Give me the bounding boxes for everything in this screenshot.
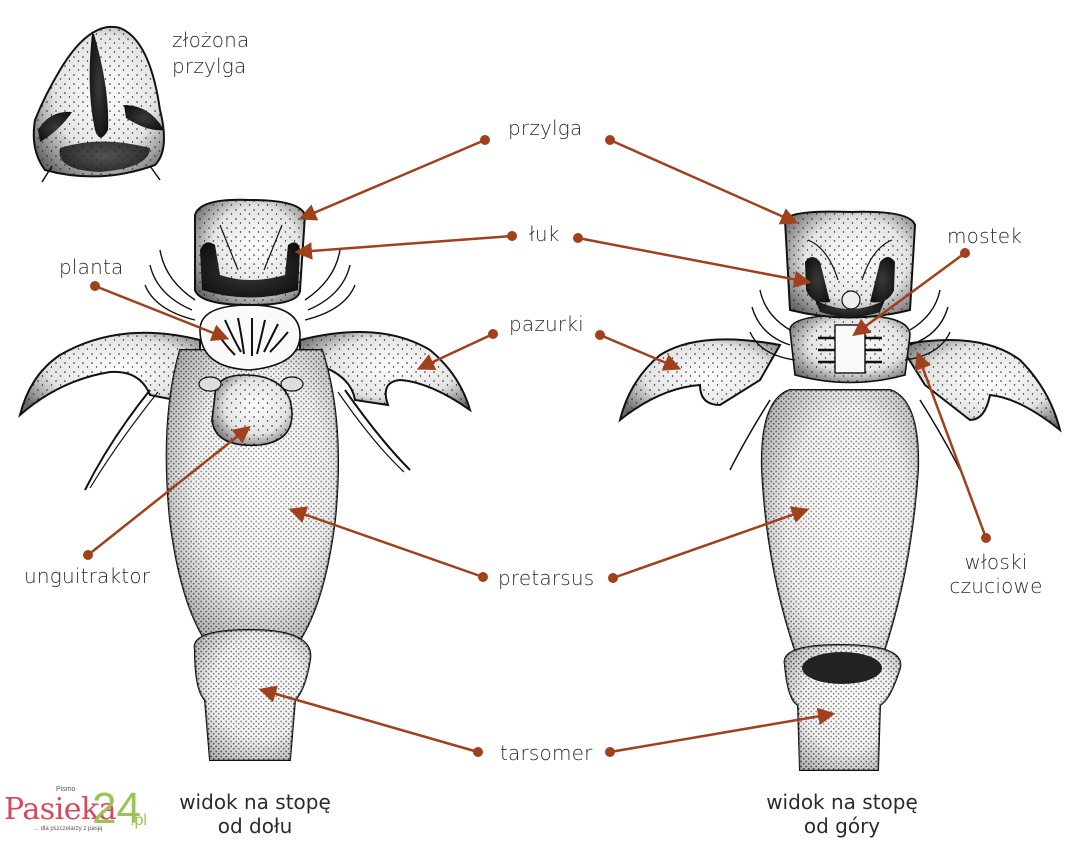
caption-right-line1: widok na stopę xyxy=(766,790,918,814)
foot-view-from-above xyxy=(618,210,1062,771)
leader-lines xyxy=(87,138,988,754)
caption-left-line2: od dołu xyxy=(217,814,293,838)
logo-number: 24 xyxy=(92,784,141,833)
logo-tld: .pl xyxy=(130,812,147,829)
label-planta: planta xyxy=(59,255,124,279)
pasieka24-logo: Pismo Pasieka 24 .pl ... dla pszczelarzy… xyxy=(4,784,154,840)
label-unguitraktor: unguitraktor xyxy=(24,564,151,588)
label-folded-pad-line2: przylga xyxy=(172,54,247,78)
label-mostek: mostek xyxy=(947,224,1023,248)
caption-left-line1: widok na stopę xyxy=(179,790,331,814)
label-sensory-hairs-line2: czuciowe xyxy=(949,574,1043,598)
label-folded-pad-line1: złożona xyxy=(172,28,250,52)
leader-dots xyxy=(83,135,991,757)
logo-name: Pasieka xyxy=(4,792,117,827)
label-tarsomer: tarsomer xyxy=(500,741,593,765)
caption-right-line2: od góry xyxy=(803,814,881,838)
label-sensory-hairs-line1: włoski xyxy=(964,550,1028,574)
label-pazurki: pazurki xyxy=(509,312,584,336)
label-pretarsus: pretarsus xyxy=(498,566,595,590)
logo-pismo: Pismo xyxy=(56,786,76,793)
label-luk: łuk xyxy=(529,222,560,246)
logo-tagline: ... dla pszczelarzy z pasją xyxy=(34,826,103,832)
foot-view-from-below xyxy=(18,198,472,761)
folded-pad-illustration xyxy=(32,25,165,183)
label-przylga: przylga xyxy=(508,116,583,140)
